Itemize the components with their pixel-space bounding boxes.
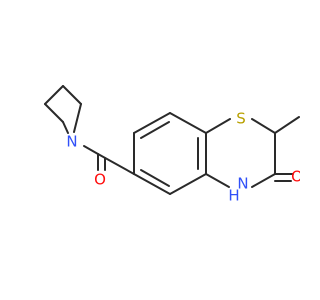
atom-hydrogen-lactam: H (228, 187, 239, 205)
double-bond-inner (140, 121, 170, 139)
bond-s-c (251, 118, 276, 134)
bond-n-c (205, 173, 230, 188)
bond (44, 103, 64, 123)
benzene-ring (133, 112, 207, 195)
molecule-canvas: S O O N N H (44, 85, 300, 205)
bond (133, 112, 171, 134)
bond (169, 173, 207, 195)
bond-c-n (251, 173, 276, 188)
bond (133, 173, 171, 195)
bond (169, 112, 207, 134)
atom-oxygen-lactam: O (291, 168, 300, 186)
atom-oxygen-amide: O (94, 171, 106, 189)
bond (44, 85, 64, 105)
atom-nitrogen-lactam: N (237, 175, 248, 193)
atom-sulfur: S (236, 110, 246, 128)
bond (73, 103, 82, 133)
atom-nitrogen-azetidine: N (66, 133, 77, 151)
ring-to-carbonyl-bond (97, 153, 135, 175)
carbonyl-to-n-bond (83, 145, 99, 155)
bond (62, 85, 82, 105)
methyl-bond (274, 116, 300, 134)
molecule-structure: S O O N N H (44, 85, 300, 205)
thiazine-ring (205, 118, 276, 188)
bond (62, 121, 69, 134)
double-bond-inner (140, 169, 170, 187)
bond-c-s (205, 118, 231, 134)
azetidine-ring (44, 85, 82, 134)
